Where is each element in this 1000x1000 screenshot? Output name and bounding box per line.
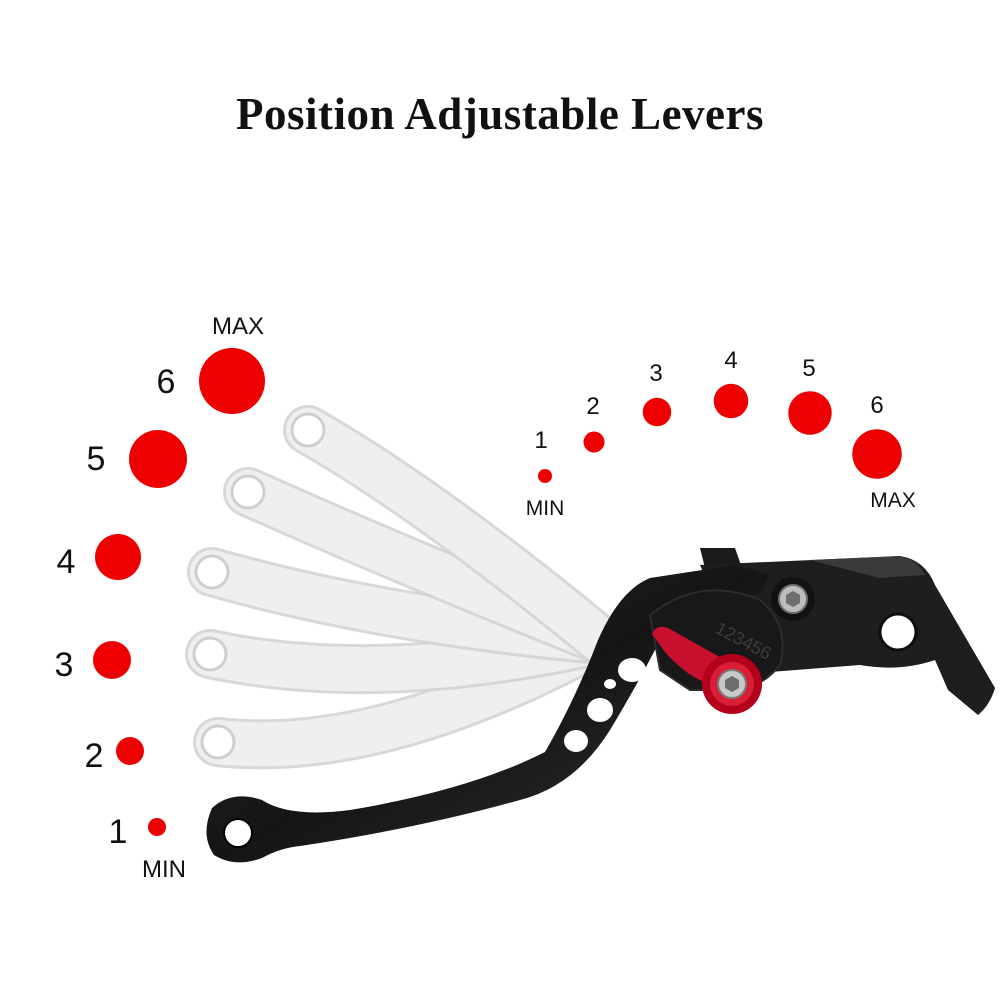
position-dot (148, 818, 166, 836)
position-number: 3 (55, 646, 74, 684)
position-number: 6 (870, 392, 883, 419)
position-number: 3 (649, 360, 662, 387)
position-dot (199, 348, 265, 414)
position-number: 1 (534, 427, 547, 454)
page-title: Position Adjustable Levers (235, 89, 765, 139)
position-dot (852, 429, 902, 479)
position-number: 4 (724, 347, 737, 374)
position-number: 5 (87, 440, 106, 478)
max-label: MAX (212, 313, 264, 340)
position-dot (538, 469, 552, 483)
adjuster-knob (652, 626, 762, 714)
ghost-levers (185, 405, 625, 770)
ghost-lever (283, 405, 625, 665)
position-dot (583, 431, 605, 453)
position-number: 5 (802, 355, 815, 382)
position-dot (713, 383, 749, 419)
position-dot (95, 534, 141, 580)
min-label: MIN (142, 856, 186, 883)
position-number: 6 (157, 363, 176, 401)
position-dot (642, 397, 672, 427)
position-number: 2 (586, 393, 599, 420)
position-number: 2 (85, 737, 104, 775)
position-dot (788, 391, 832, 435)
max-label: MAX (870, 489, 916, 512)
pivot-bolt (771, 577, 815, 621)
min-label: MIN (526, 497, 565, 520)
position-number: 4 (57, 543, 76, 581)
position-dot (116, 737, 144, 765)
position-dot (93, 641, 131, 679)
position-number: 1 (109, 813, 128, 851)
position-dot (129, 430, 187, 488)
